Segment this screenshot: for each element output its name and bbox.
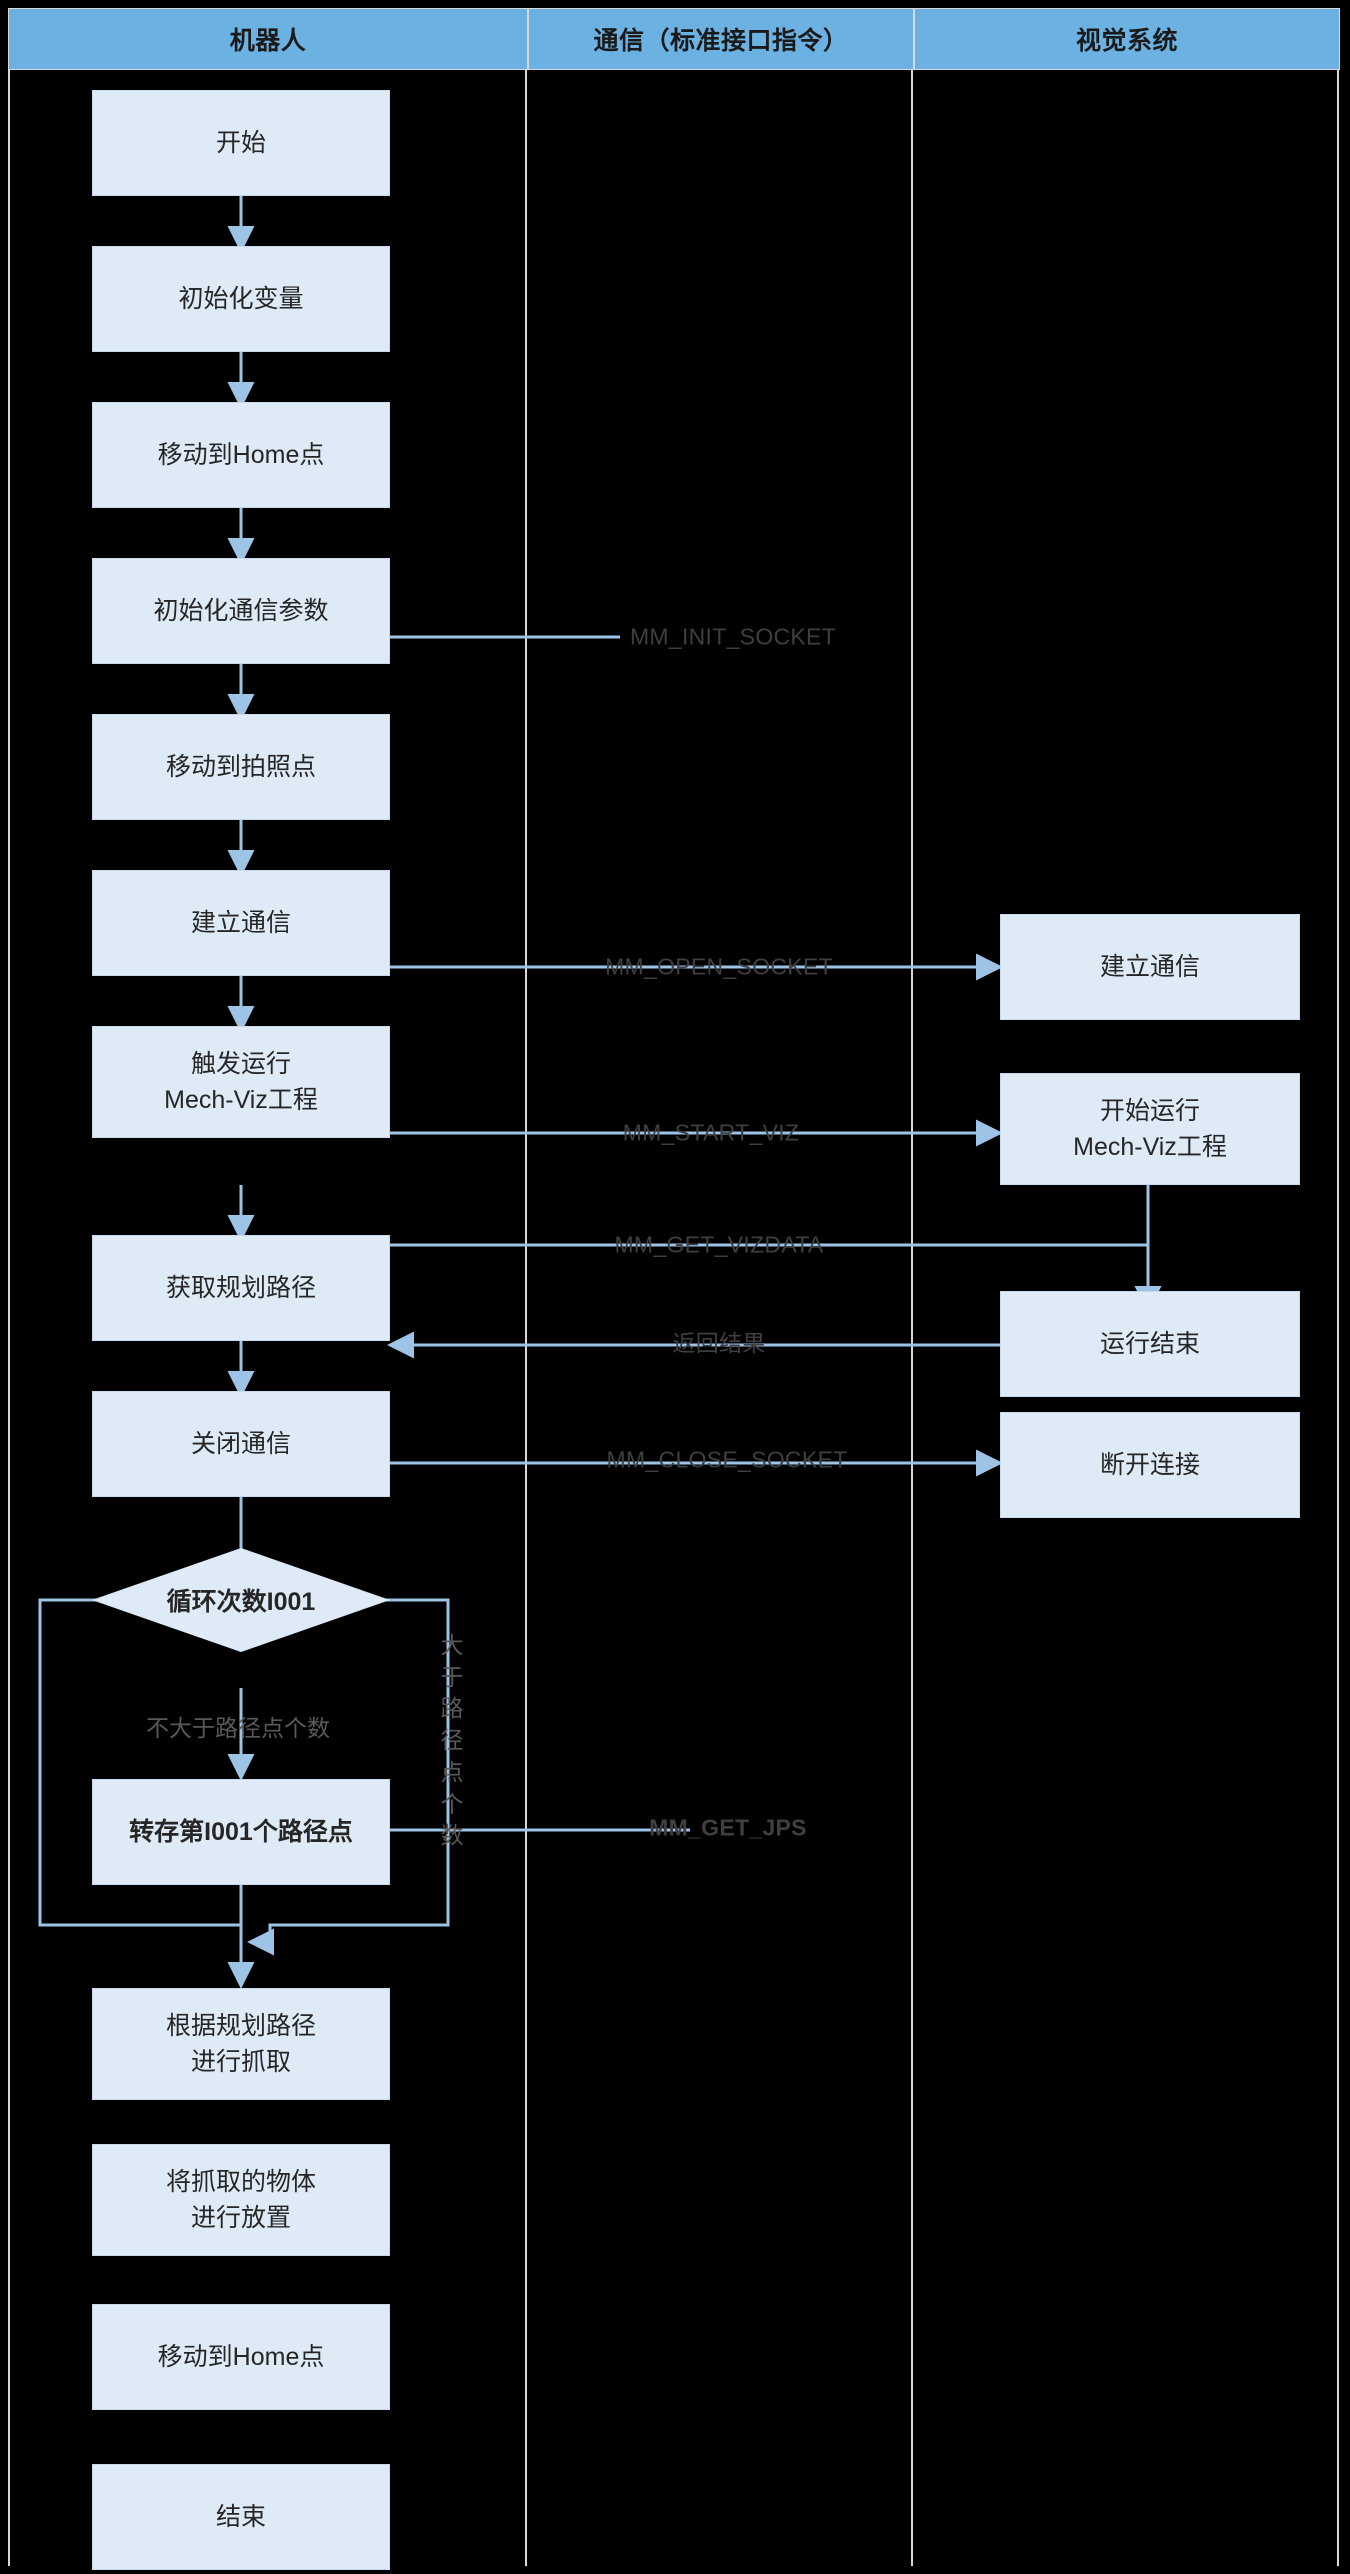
node-init-var[interactable]: 初始化变量 <box>92 246 390 352</box>
message-mm-start-viz: MM_START_VIZ <box>622 1119 800 1146</box>
message-mm-init-socket: MM_INIT_SOCKET <box>629 623 837 650</box>
node-vision-disconnect-line-0: 断开连接 <box>1099 1450 1200 1479</box>
node-init-var-line-0: 初始化变量 <box>178 284 304 313</box>
node-init-comm-params-line-0: 初始化通信参数 <box>153 596 329 625</box>
node-place-object[interactable]: 将抓取的物体 进行放置 <box>92 2144 390 2256</box>
node-close-communication[interactable]: 关闭通信 <box>92 1391 390 1497</box>
node-vision-disconnect[interactable]: 断开连接 <box>1000 1412 1300 1518</box>
message-return-result: 返回结果 <box>672 1330 766 1356</box>
lane-divider-1 <box>525 70 527 2566</box>
node-close-communication-line-0: 关闭通信 <box>190 1429 291 1458</box>
node-start-line-0: 开始 <box>215 128 266 157</box>
decision-loop-count-label: 循环次数I001 <box>166 1588 316 1616</box>
node-open-communication-line-0: 建立通信 <box>190 908 291 937</box>
node-trigger-mechviz-line-1: Mech-Viz工程 <box>164 1086 318 1114</box>
decision-loop-count[interactable]: 循环次数I001 <box>92 1548 390 1652</box>
lane-border-left <box>8 70 10 2566</box>
node-store-path-point-line-0: 转存第I001个路径点 <box>129 1817 353 1846</box>
node-pick-along-path-line-0: 根据规划路径 <box>165 2011 316 2040</box>
node-vision-start-mechviz-line-0: 开始运行 <box>1099 1096 1200 1125</box>
node-vision-open-communication[interactable]: 建立通信 <box>1000 914 1300 1020</box>
node-place-object-line-0: 将抓取的物体 <box>165 2167 316 2196</box>
node-open-communication[interactable]: 建立通信 <box>92 870 390 976</box>
node-move-home-1[interactable]: 移动到Home点 <box>92 402 390 508</box>
node-vision-start-mechviz[interactable]: 开始运行 Mech-Viz工程 <box>1000 1073 1300 1185</box>
lane-header-robot: 机器人 <box>8 8 528 70</box>
node-vision-open-communication-line-0: 建立通信 <box>1099 952 1200 981</box>
lane-header-vision-label: 视觉系统 <box>1075 27 1178 55</box>
lane-header-communication: 通信（标准接口指令） <box>528 8 914 70</box>
message-mm-close-socket: MM_CLOSE_SOCKET <box>606 1446 848 1473</box>
node-place-object-line-1: 进行放置 <box>190 2204 291 2232</box>
message-mm-get-jps: MM_GET_JPS <box>649 1814 807 1841</box>
node-move-photo-pos-line-0: 移动到拍照点 <box>165 752 316 781</box>
node-get-planned-path-line-0: 获取规划路径 <box>165 1273 316 1302</box>
node-move-home-1-line-0: 移动到Home点 <box>157 440 325 469</box>
node-trigger-mechviz-line-0: 触发运行 <box>190 1049 291 1078</box>
message-mm-get-vizdata: MM_GET_VIZDATA <box>614 1231 824 1258</box>
lane-header-communication-label: 通信（标准接口指令） <box>593 27 849 55</box>
node-store-path-point[interactable]: 转存第I001个路径点 <box>92 1779 390 1885</box>
node-vision-start-mechviz-line-1: Mech-Viz工程 <box>1073 1133 1227 1161</box>
node-end[interactable]: 结束 <box>92 2464 390 2570</box>
lane-divider-2 <box>911 70 913 2566</box>
node-init-comm-params[interactable]: 初始化通信参数 <box>92 558 390 664</box>
node-start[interactable]: 开始 <box>92 90 390 196</box>
lane-header-robot-label: 机器人 <box>229 27 307 55</box>
branch-label-not-greater: 不大于路径点个数 <box>146 1715 330 1741</box>
node-move-home-2[interactable]: 移动到Home点 <box>92 2304 390 2410</box>
node-get-planned-path[interactable]: 获取规划路径 <box>92 1235 390 1341</box>
node-end-line-0: 结束 <box>215 2502 266 2531</box>
node-trigger-mechviz[interactable]: 触发运行 Mech-Viz工程 <box>92 1026 390 1138</box>
node-move-photo-pos[interactable]: 移动到拍照点 <box>92 714 390 820</box>
node-pick-along-path[interactable]: 根据规划路径 进行抓取 <box>92 1988 390 2100</box>
node-pick-along-path-line-1: 进行抓取 <box>190 2048 291 2076</box>
node-vision-run-finished-line-0: 运行结束 <box>1099 1329 1200 1358</box>
node-vision-run-finished[interactable]: 运行结束 <box>1000 1291 1300 1397</box>
branch-label-greater: 大于路径点个数 <box>440 1632 464 1849</box>
node-move-home-2-line-0: 移动到Home点 <box>157 2342 325 2371</box>
lane-border-right <box>1337 70 1339 2566</box>
message-mm-open-socket: MM_OPEN_SOCKET <box>605 953 833 980</box>
lane-header-vision: 视觉系统 <box>914 8 1340 70</box>
